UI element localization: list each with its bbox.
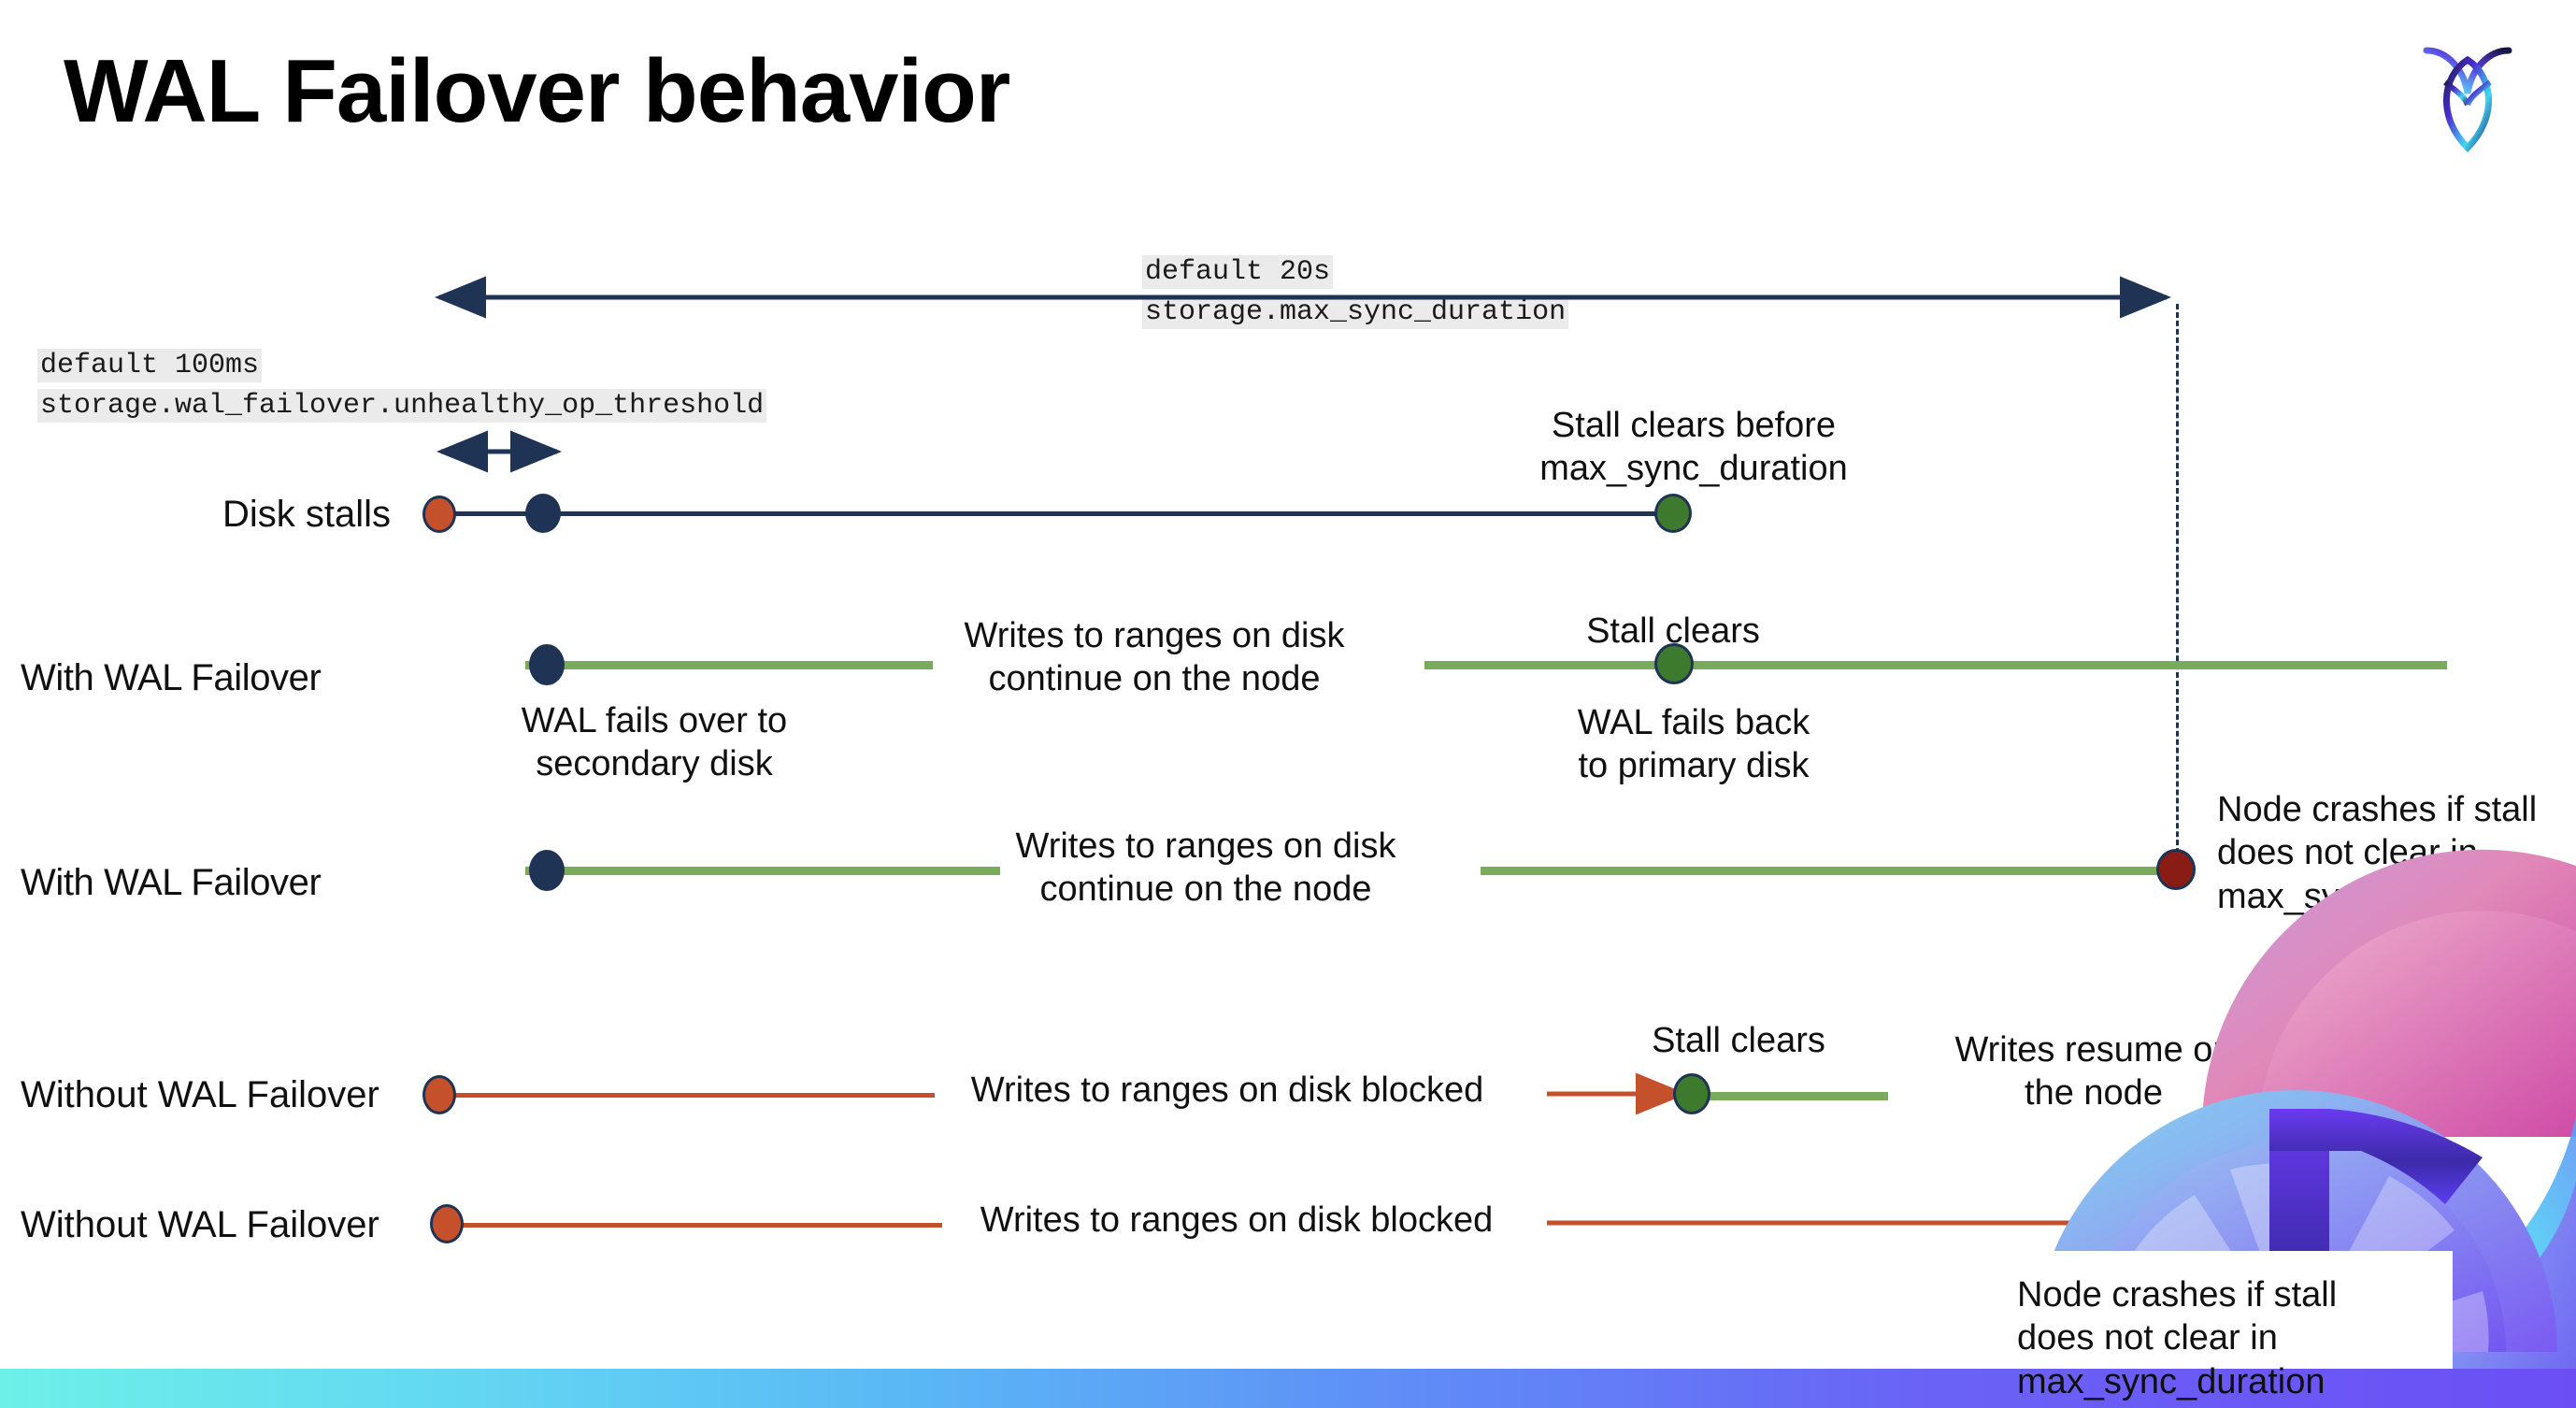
max-sync-duration-dashed-connector	[2176, 304, 2179, 879]
row-label-without-wal-failover-1: Without WAL Failover	[21, 1074, 379, 1115]
row3-timeline-segment-left	[525, 867, 1000, 875]
row4-stall-clears-dot	[1673, 1073, 1710, 1114]
row5-stall-start-dot	[430, 1204, 464, 1243]
row3-note-writes-continue: Writes to ranges on disk continue on the…	[1015, 826, 1396, 910]
page-title: WAL Failover behavior	[64, 41, 1010, 141]
row2-timeline-segment-right	[1424, 661, 2447, 669]
row2-timeline-segment-left	[525, 661, 933, 669]
row3-timeline-segment-right	[1481, 867, 2172, 875]
row2-note-wal-fails-back: WAL fails back to primary disk	[1577, 703, 1810, 786]
row5-blocked-segment	[456, 1223, 942, 1228]
unhealthy-op-default-text: default 100ms	[37, 349, 263, 382]
max-sync-default-text: default 20s	[1142, 255, 1334, 289]
row1-note-stall-clears-before: Stall clears before max_sync_duration	[1539, 406, 1848, 489]
row4-stall-start-dot	[422, 1075, 456, 1114]
row2-note-stall-clears: Stall clears	[1586, 611, 1760, 651]
bottom-gradient-bar	[0, 1369, 2576, 1408]
max-sync-setting-label: storage.max_sync_duration	[1142, 295, 1569, 330]
row4-note-stall-clears: Stall clears	[1652, 1021, 1825, 1060]
row3-failover-start-dot	[529, 850, 565, 891]
max-sync-default-label: default 20s	[1142, 254, 1334, 290]
row1-stall-clears-dot	[1654, 494, 1692, 533]
row-label-with-wal-failover-2: With WAL Failover	[21, 862, 322, 903]
row3-node-crash-dot	[2156, 849, 2196, 890]
cockroachdb-logo	[2411, 28, 2524, 154]
row-label-without-wal-failover-2: Without WAL Failover	[21, 1204, 379, 1245]
row4-blocked-segment	[449, 1093, 935, 1098]
unhealthy-op-setting-text: storage.wal_failover.unhealthy_op_thresh…	[37, 389, 767, 423]
row2-stall-clears-dot	[1654, 643, 1694, 684]
row2-note-writes-continue: Writes to ranges on disk continue on the…	[964, 616, 1345, 699]
max-sync-setting-text: storage.max_sync_duration	[1142, 295, 1569, 329]
row2-note-wal-fails-over: WAL fails over to secondary disk	[521, 701, 788, 784]
unhealthy-op-default-label: default 100ms	[37, 348, 263, 383]
row1-failover-trigger-dot	[525, 494, 561, 533]
row-label-with-wal-failover-1: With WAL Failover	[21, 657, 322, 698]
row1-stall-start-dot	[422, 496, 456, 533]
unhealthy-op-setting-label: storage.wal_failover.unhealthy_op_thresh…	[37, 388, 767, 424]
row1-timeline-segment	[439, 511, 1675, 516]
row5-note-writes-blocked: Writes to ranges on disk blocked	[980, 1200, 1494, 1240]
row5-note-node-crashes: Node crashes if stall does not clear in …	[2017, 1275, 2338, 1401]
row-label-disk-stalls: Disk stalls	[222, 494, 392, 535]
row2-failover-start-dot	[529, 644, 565, 685]
row4-resume-segment	[1701, 1092, 1888, 1100]
row4-note-writes-blocked: Writes to ranges on disk blocked	[970, 1070, 1484, 1110]
